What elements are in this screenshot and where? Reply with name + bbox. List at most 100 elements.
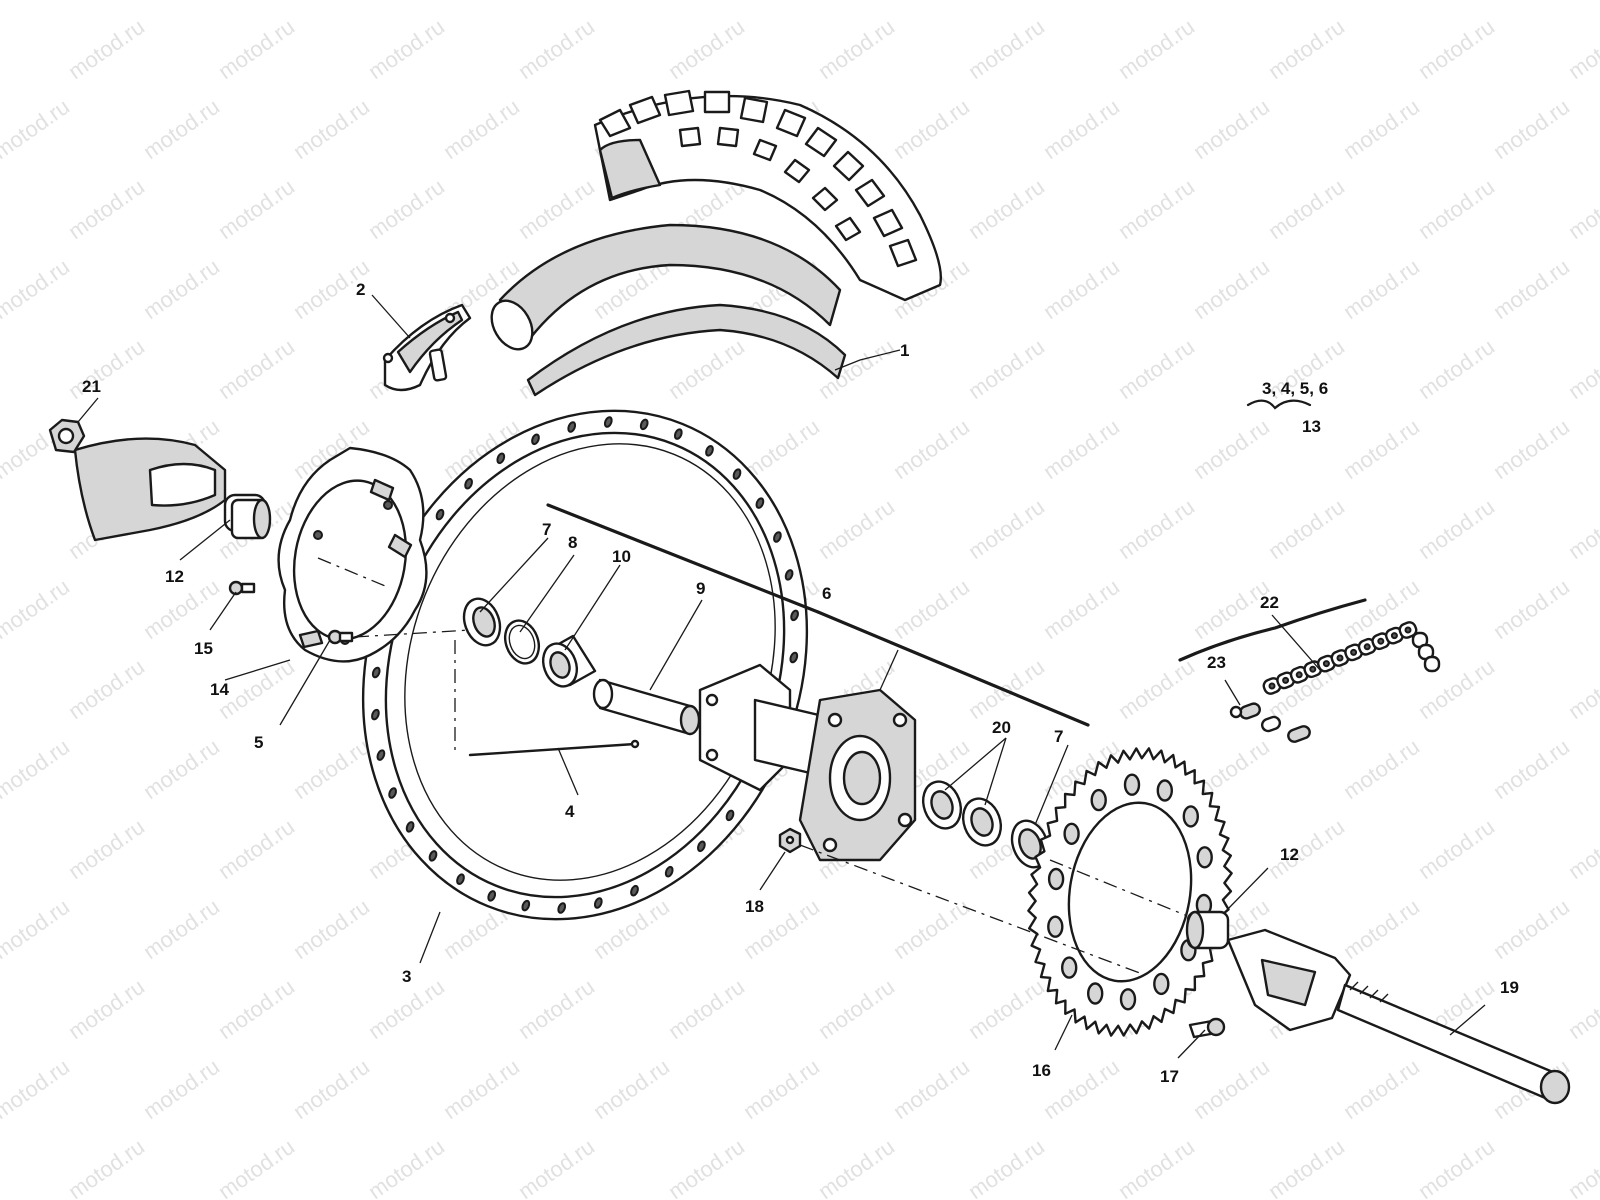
sprocket-cutout [1086,982,1104,1005]
watermark-text: motod.ru [214,814,299,884]
tire-tread [598,89,918,268]
chain-pin [1404,626,1412,634]
spacer-left [230,498,272,540]
watermark-text: motod.ru [1339,94,1424,164]
watermark-text: motod.ru [664,334,749,404]
watermark-text: motod.ru [889,894,974,964]
sprocket-cutout [1047,867,1065,891]
rim-hole [773,531,782,543]
callout-18: 18 [745,897,764,916]
watermark-text: motod.ru [64,334,149,404]
watermark-text: motod.ru [1489,734,1574,804]
callout-14: 14 [210,680,229,699]
sprocket-cutout [1182,805,1200,828]
watermark-text: motod.ru [1189,94,1274,164]
watermark-text: motod.ru [1564,494,1600,564]
watermark-text: motod.ru [0,894,74,964]
rim-hole [593,897,603,909]
rim-hole [732,468,742,480]
watermark-text: motod.ru [664,1134,749,1200]
watermark-text: motod.ru [1489,414,1574,484]
watermark-text: motod.ru [1489,254,1574,324]
watermark-text: motod.ru [1264,494,1349,564]
chain-pin [1350,648,1358,656]
circlip [503,619,541,665]
watermark-text: motod.ru [0,254,74,324]
watermark-text: motod.ru [64,814,149,884]
callout-15: 15 [194,639,213,658]
watermark-text: motod.ru [1564,174,1600,244]
watermark-text: motod.ru [0,1054,74,1124]
wheel-hub [698,663,917,862]
tire [490,89,942,397]
watermark-text: motod.ru [1564,814,1600,884]
spacer-right [1185,910,1230,950]
axle-nut [48,418,86,454]
rim-tape [526,303,847,397]
drive-chain [1262,621,1441,695]
spoke-nipple [327,629,354,645]
watermark-text: motod.ru [364,1134,449,1200]
watermark-text: motod.ru [1414,334,1499,404]
watermark-text: motod.ru [964,334,1049,404]
callout-7-left: 7 [542,520,551,539]
watermark-text: motod.ru [1114,494,1199,564]
watermark-text: motod.ru [1564,974,1600,1044]
rim-hole [673,428,683,440]
callout-6: 6 [822,584,831,603]
rim-hole [388,787,397,799]
sprocket-cutout [1060,956,1078,979]
chain-pin [1268,682,1276,690]
sprocket-cutout [1153,972,1170,996]
watermark-text: motod.ru [1489,94,1574,164]
watermark-text: motod.ru [889,414,974,484]
callout-22: 22 [1260,593,1279,612]
sprocket-cutouts [1047,773,1213,1011]
callout-16: 16 [1032,1061,1051,1080]
watermark-text: motod.ru [1489,574,1574,644]
rim-hole [603,416,613,428]
rim-hole [557,902,567,914]
rim-hole [428,850,438,862]
callout-1: 1 [900,341,909,360]
watermark-text: motod.ru [289,94,374,164]
chain-pin [1363,643,1371,651]
rim-hole [371,666,381,679]
alignment-line [1049,859,1186,916]
watermark-text: motod.ru [1114,654,1199,724]
watermark-text: motod.ru [514,14,599,84]
callout-group-13: 3, 4, 5, 6 [1262,379,1328,398]
watermark-text: motod.ru [1114,14,1199,84]
callout-12-left: 12 [165,567,184,586]
watermark-text: motod.ru [889,94,974,164]
watermark-text: motod.ru [964,654,1049,724]
watermark-text: motod.ru [1339,414,1424,484]
watermark-text: motod.ru [364,14,449,84]
watermark-text: motod.ru [964,494,1049,564]
callout-17: 17 [1160,1067,1179,1086]
seal-left [462,597,502,647]
watermark-text: motod.ru [139,734,224,804]
watermark-text: motod.ru [1414,174,1499,244]
watermark-text: motod.ru [0,574,74,644]
watermark-text: motod.ru [964,974,1049,1044]
chain-pin [1282,676,1290,684]
watermark-text: motod.ru [1264,174,1349,244]
hub-spacer-tube [592,678,701,736]
watermark-text: motod.ru [1264,814,1349,884]
callout-5: 5 [254,733,263,752]
chain-pin [1295,671,1303,679]
bearing-right-1 [921,780,963,830]
watermark-text: motod.ru [1114,1134,1199,1200]
watermark-text: motod.ru [139,894,224,964]
rim-hole [725,809,735,822]
watermark-text: motod.ru [0,0,74,4]
watermark-text: motod.ru [1114,334,1199,404]
watermark-text: motod.ru [1564,654,1600,724]
rim-hole [496,452,506,465]
watermark-text: motod.ru [1114,174,1199,244]
watermark-text: motod.ru [514,1134,599,1200]
callout-21: 21 [82,377,101,396]
watermark-text: motod.ru [1414,1134,1499,1200]
